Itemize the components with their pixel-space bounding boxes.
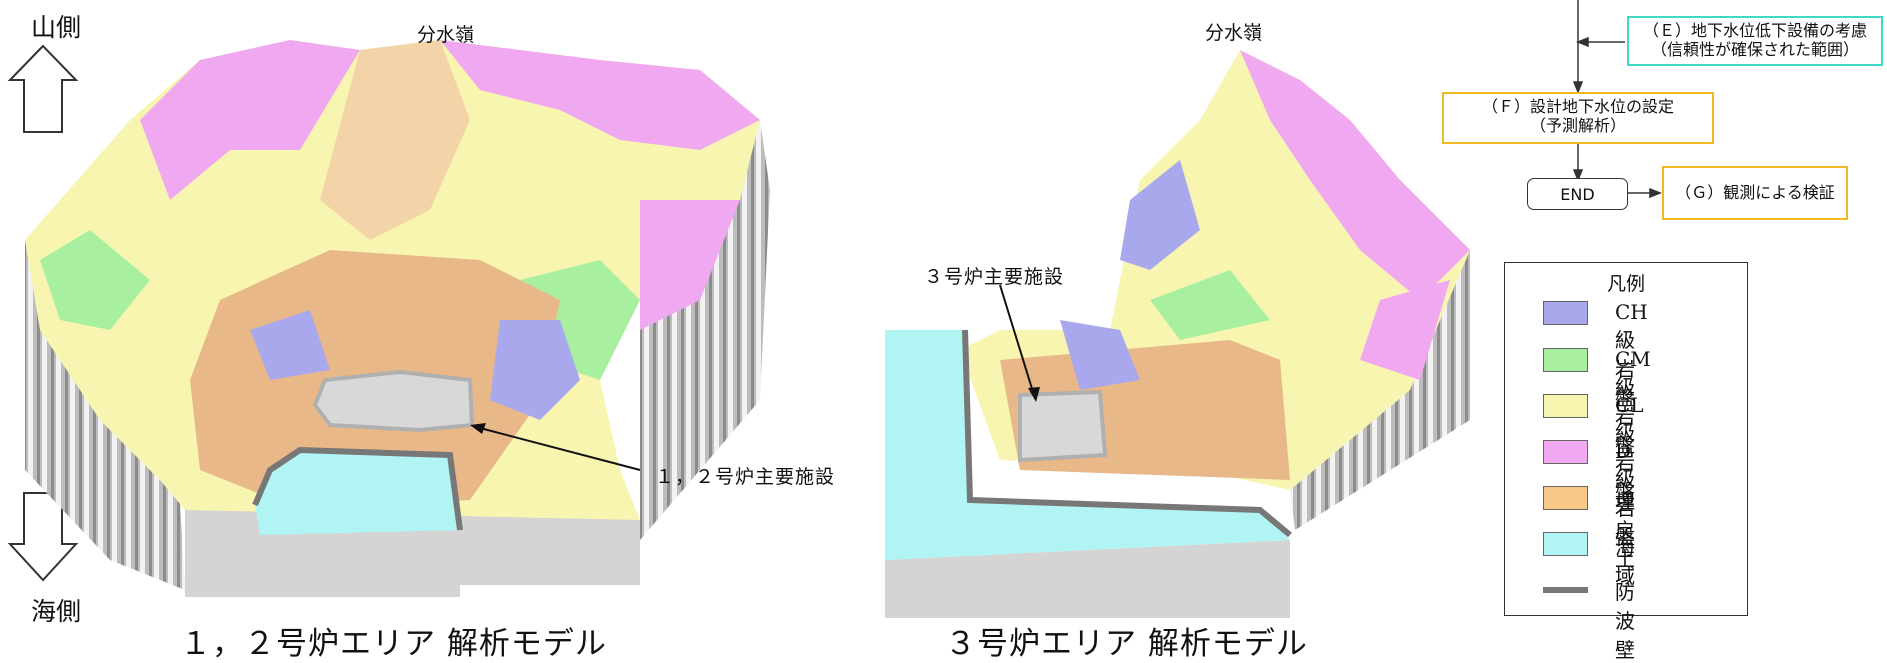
step-e-line1: （Ｅ）地下水位低下設備の考慮 xyxy=(1642,21,1867,40)
left-facility-pointer xyxy=(470,423,641,471)
end-terminal: END xyxy=(1527,178,1628,210)
legend-item-label: 埋戻土 xyxy=(1615,489,1635,571)
cl-swatch xyxy=(1543,394,1588,418)
legend-title: 凡例 xyxy=(1606,273,1645,295)
step-g-label: （Ｇ）観測による検証 xyxy=(1675,183,1835,202)
mountain-side-label: 山側 xyxy=(31,13,82,42)
left-watershed-label: 分水嶺 xyxy=(417,24,475,46)
sea-swatch xyxy=(1543,532,1588,556)
left-caption: １，２号炉エリア 解析モデル xyxy=(180,626,607,662)
ch-swatch xyxy=(1543,301,1588,325)
legend-item-label: 海域 xyxy=(1615,535,1635,588)
left-terrain-model xyxy=(25,40,770,597)
wall-line-swatch xyxy=(1543,587,1588,593)
up-arrow-icon xyxy=(7,44,79,133)
d-swatch xyxy=(1543,440,1588,464)
legend: 凡例 CH級岩盤 CM級岩盤 CL級岩盤 D級岩盤 埋戻土 海域 防波壁 xyxy=(1504,262,1748,662)
right-terrain-model xyxy=(885,50,1470,618)
step-e-line2: （信頼性が確保された範囲） xyxy=(1650,40,1859,59)
step-f-box: （Ｆ）設計地下水位の設定 （予測解析） xyxy=(1442,92,1714,144)
right-caption: ３号炉エリア 解析モデル xyxy=(945,626,1308,662)
flow-connectors xyxy=(1572,0,1663,199)
right-facility-label: ３号炉主要施設 xyxy=(924,266,1065,288)
sea-side-label: 海側 xyxy=(31,597,82,626)
end-label: END xyxy=(1560,185,1595,204)
backfill-swatch xyxy=(1543,486,1588,510)
legend-item-label: CL級岩盤 xyxy=(1615,393,1644,503)
step-f-line1: （Ｆ）設計地下水位の設定 xyxy=(1481,97,1674,116)
cm-swatch xyxy=(1543,348,1588,372)
legend-item-label: D級岩盤 xyxy=(1615,439,1635,549)
step-f-line2: （予測解析） xyxy=(1529,116,1626,135)
step-g-box: （Ｇ）観測による検証 xyxy=(1662,166,1848,220)
right-watershed-label: 分水嶺 xyxy=(1205,22,1263,44)
legend-item-label: CM級岩盤 xyxy=(1615,347,1651,457)
left-facility-label: １，２号炉主要施設 xyxy=(655,466,836,488)
step-e-box: （Ｅ）地下水位低下設備の考慮 （信頼性が確保された範囲） xyxy=(1627,16,1883,66)
right-facility-pointer xyxy=(999,284,1040,402)
legend-item-label: CH級岩盤 xyxy=(1615,300,1648,410)
legend-wall-label: 防波壁 xyxy=(1615,580,1635,662)
